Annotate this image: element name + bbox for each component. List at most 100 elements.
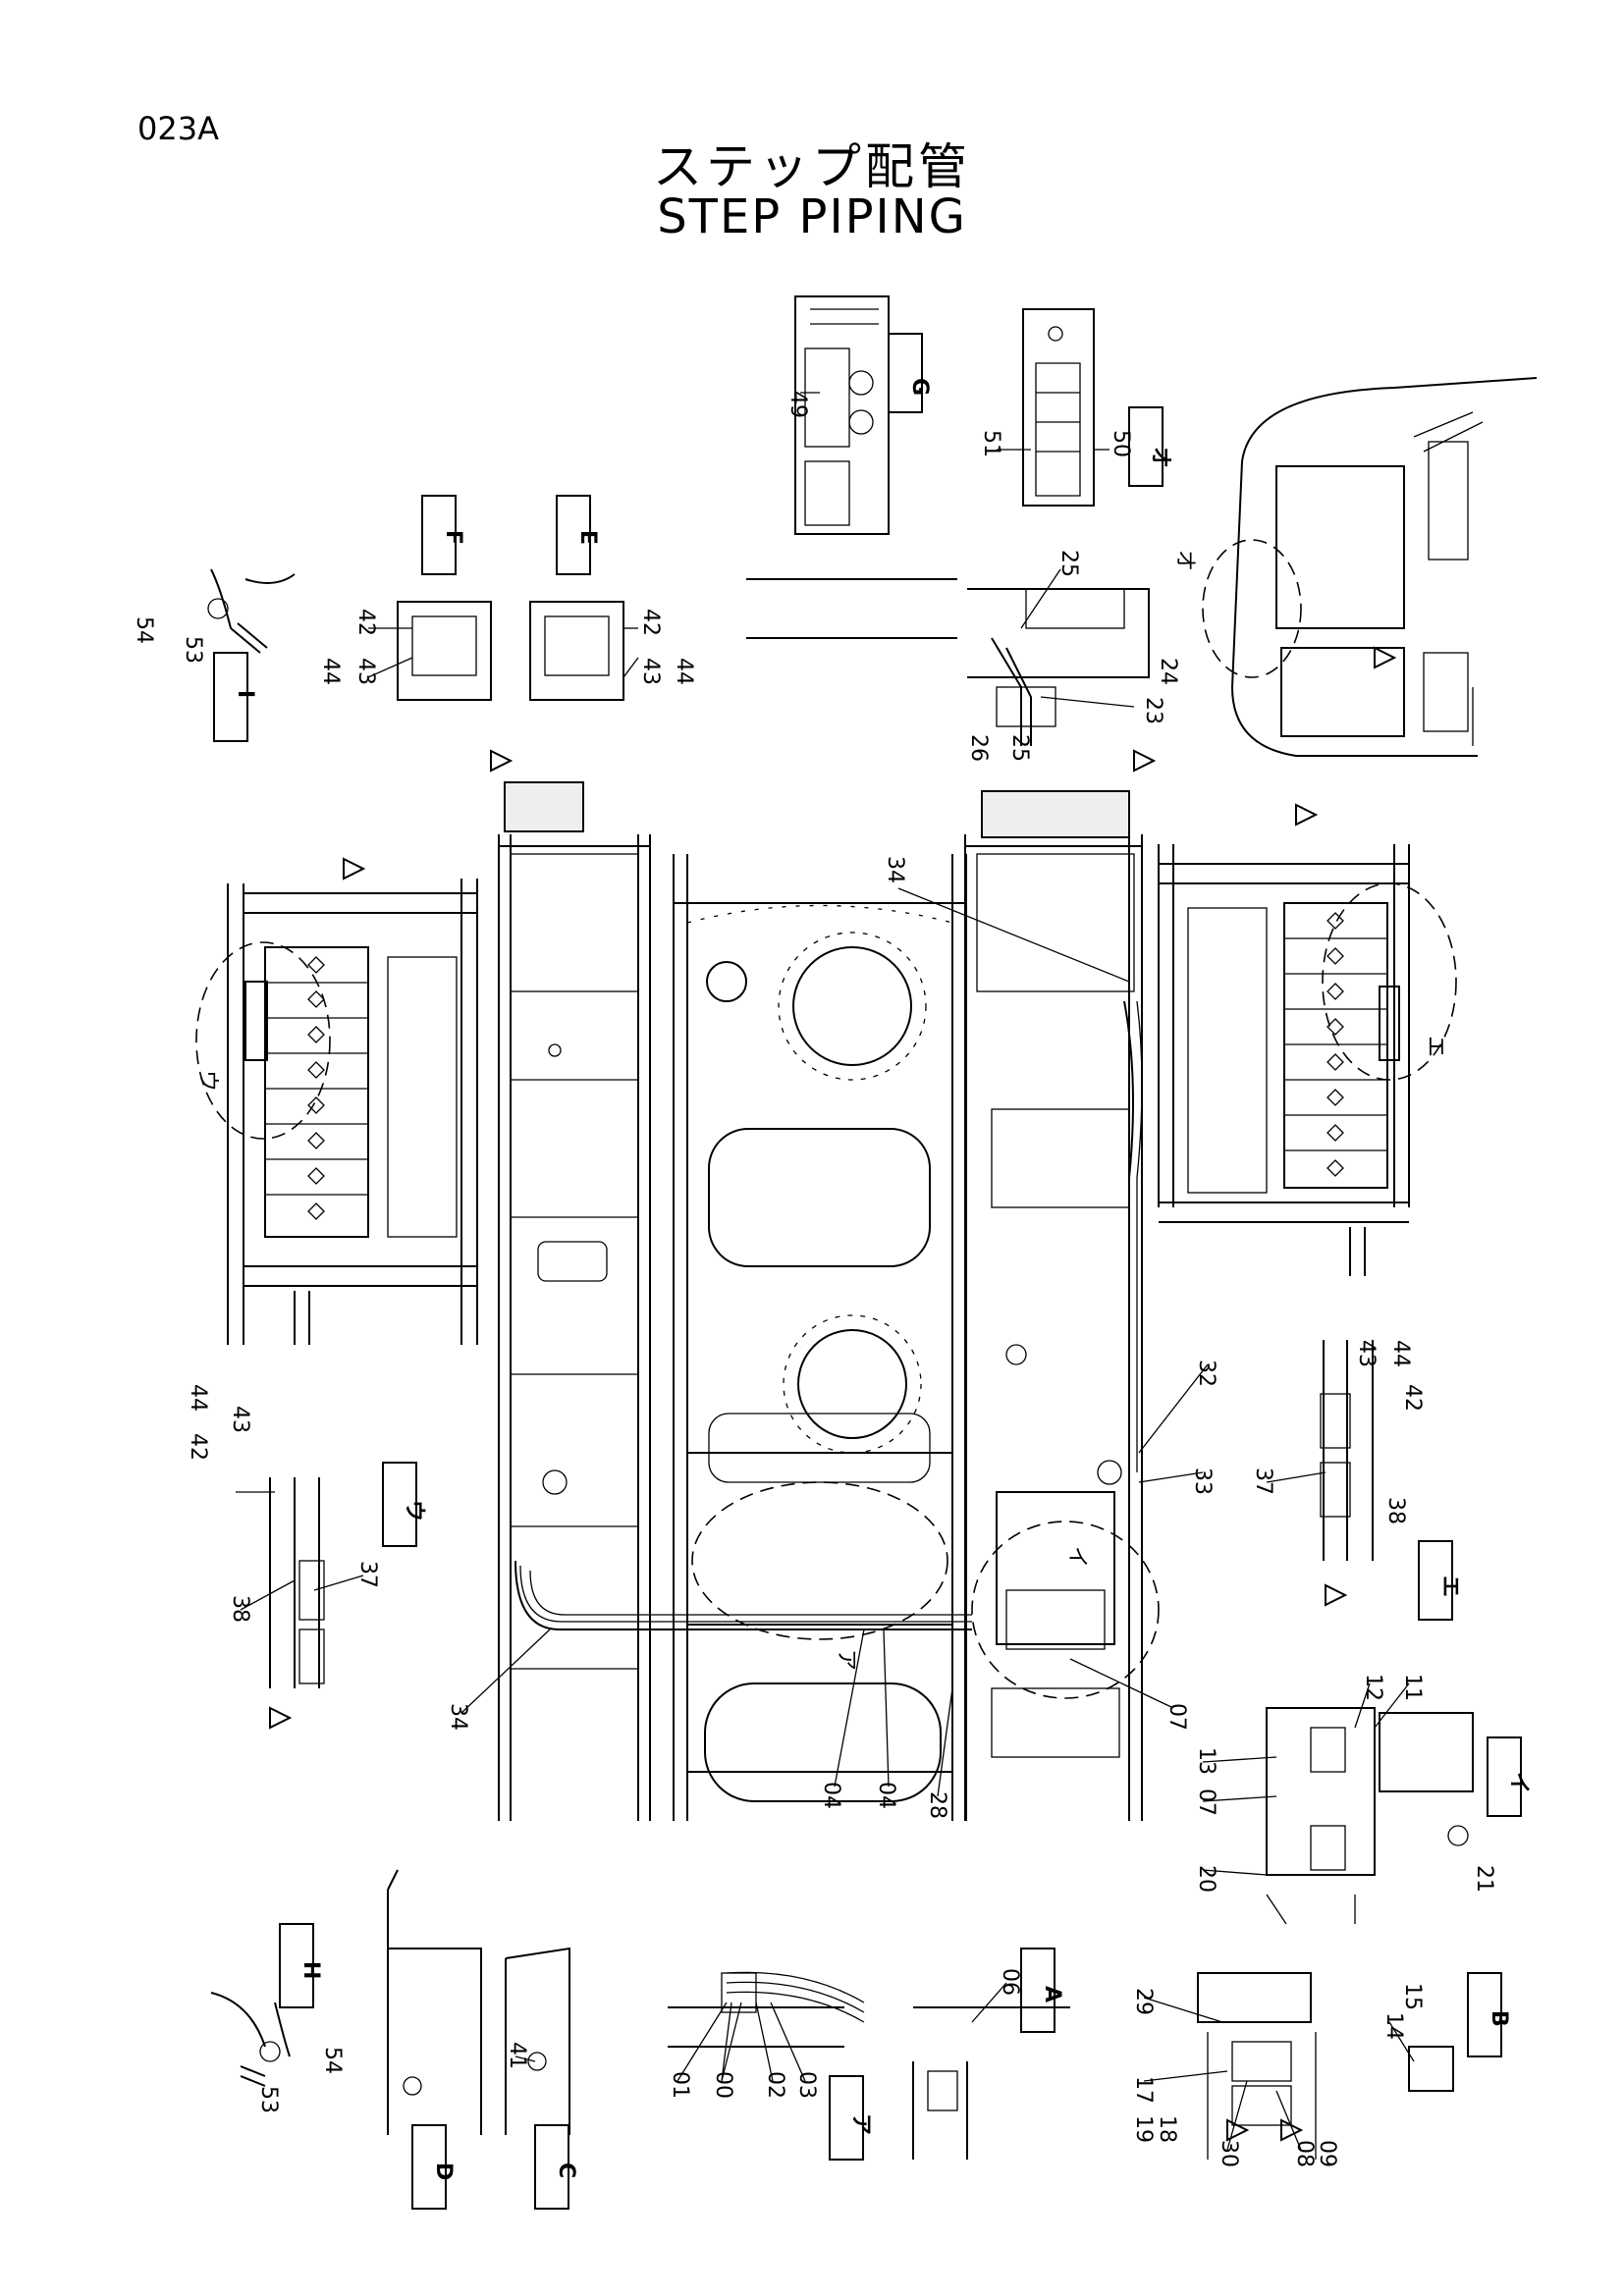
view-tag-i: I bbox=[213, 652, 257, 742]
detail-u-drawing bbox=[269, 1477, 325, 1688]
detail-tag-u: ウ bbox=[382, 1462, 426, 1547]
detail-o-panel bbox=[1022, 308, 1095, 507]
label-20: 20 bbox=[1194, 1865, 1218, 1893]
step-top-assembly bbox=[746, 578, 1150, 746]
label-50: 50 bbox=[1109, 430, 1133, 457]
view-tag-g: G bbox=[888, 333, 932, 413]
svg-text:I: I bbox=[233, 690, 257, 698]
label-49: 49 bbox=[785, 391, 810, 418]
label-06: 06 bbox=[998, 1968, 1022, 1996]
svg-text:ウ: ウ bbox=[195, 1070, 220, 1092]
label-26: 26 bbox=[966, 734, 991, 762]
label-11: 11 bbox=[1400, 1674, 1425, 1701]
view-a-drawing bbox=[912, 2006, 1070, 2160]
label-03: 03 bbox=[794, 2071, 819, 2099]
view-d-drawing bbox=[387, 1869, 482, 2135]
part-number-labels: 49 51 50 54 53 42 44 43 42 43 44 25 24 2… bbox=[132, 391, 1496, 2167]
left-step-assembly bbox=[195, 879, 478, 1345]
detail-tag-e: エ bbox=[1418, 1540, 1462, 1621]
view-b-drawing bbox=[1197, 1972, 1454, 2160]
title-japanese: ステップ配管 bbox=[653, 138, 971, 195]
view-g-panel bbox=[794, 295, 890, 535]
cab-overview bbox=[1202, 377, 1538, 757]
detail-tag-a: ア bbox=[829, 2075, 873, 2161]
label-42-f: 42 bbox=[353, 609, 378, 636]
svg-text:オ: オ bbox=[1148, 447, 1172, 468]
label-43-f: 43 bbox=[353, 658, 378, 685]
label-41: 41 bbox=[505, 2042, 529, 2069]
svg-text:A: A bbox=[1040, 1986, 1064, 2002]
view-i-detail bbox=[207, 568, 296, 654]
label-43-l: 43 bbox=[228, 1406, 252, 1433]
label-44-e: 44 bbox=[672, 658, 696, 685]
label-54: 54 bbox=[132, 616, 156, 644]
label-51: 51 bbox=[979, 430, 1003, 457]
svg-text:B: B bbox=[1487, 2010, 1511, 2027]
view-arrow-symbols bbox=[269, 646, 1397, 2142]
view-f-box bbox=[397, 601, 492, 701]
svg-text:イ: イ bbox=[1064, 1546, 1089, 1568]
label-19: 19 bbox=[1131, 2115, 1156, 2143]
right-step-assembly bbox=[1158, 844, 1457, 1276]
label-04-b: 04 bbox=[874, 1782, 898, 1809]
detail-tag-h: H bbox=[279, 1923, 323, 2008]
svg-text:エ: エ bbox=[1423, 1036, 1447, 1057]
label-02: 02 bbox=[763, 2071, 787, 2099]
view-tag-b: B bbox=[1467, 1972, 1511, 2057]
label-44-f: 44 bbox=[318, 658, 343, 685]
svg-text:G: G bbox=[907, 378, 932, 396]
view-tag-d: D bbox=[411, 2124, 456, 2210]
label-14: 14 bbox=[1381, 2012, 1406, 2040]
svg-text:イ: イ bbox=[1506, 1772, 1531, 1793]
leader-lines bbox=[236, 392, 1415, 2151]
svg-text:ウ: ウ bbox=[402, 1500, 426, 1522]
svg-text:H: H bbox=[298, 1961, 323, 1979]
label-09: 09 bbox=[1315, 2140, 1339, 2167]
label-38-r: 38 bbox=[1383, 1497, 1408, 1524]
label-54-h: 54 bbox=[320, 2047, 345, 2074]
label-30: 29 bbox=[1131, 1988, 1156, 2015]
detail-a-drawing bbox=[668, 1971, 865, 2048]
view-tag-a: A bbox=[1020, 1948, 1064, 2033]
label-33: 33 bbox=[1190, 1468, 1215, 1495]
label-25-b: 25 bbox=[1007, 734, 1032, 762]
label-25-a: 25 bbox=[1056, 550, 1081, 577]
label-15: 15 bbox=[1400, 1983, 1425, 2010]
label-08: 08 bbox=[1292, 2140, 1317, 2167]
label-35: 34 bbox=[883, 856, 907, 883]
svg-text:D: D bbox=[431, 2163, 456, 2180]
label-07-b: 07 bbox=[1194, 1789, 1218, 1816]
label-53: 53 bbox=[181, 636, 205, 664]
detail-i-drawing bbox=[1266, 1707, 1474, 1925]
detail-tag-o: オ bbox=[1128, 406, 1172, 487]
label-32: 32 bbox=[1194, 1360, 1218, 1387]
label-24: 24 bbox=[1156, 658, 1180, 685]
svg-text:E: E bbox=[575, 530, 600, 545]
callout-letters: ア イ ウ エ オ bbox=[195, 550, 1447, 1671]
detail-tag-i: イ bbox=[1487, 1736, 1531, 1817]
label-43-e: 43 bbox=[638, 658, 663, 685]
label-18: 18 bbox=[1155, 2115, 1179, 2143]
label-23: 23 bbox=[1141, 697, 1165, 724]
view-tag-c: C bbox=[534, 2124, 578, 2210]
svg-text:ア: ア bbox=[848, 2113, 873, 2135]
view-tag-f: F bbox=[421, 495, 465, 575]
title-english: STEP PIPING bbox=[657, 189, 967, 244]
label-38-l: 38 bbox=[228, 1595, 252, 1623]
view-e-box bbox=[529, 601, 624, 701]
svg-text:F: F bbox=[441, 530, 465, 545]
svg-text:C: C bbox=[554, 2163, 578, 2178]
main-frame-assembly bbox=[498, 781, 1160, 1821]
view-c-drawing bbox=[505, 1947, 570, 2135]
label-37-l: 37 bbox=[355, 1561, 380, 1588]
label-01: 01 bbox=[668, 2071, 692, 2099]
label-07-a: 07 bbox=[1164, 1703, 1189, 1731]
svg-text:ア: ア bbox=[834, 1649, 858, 1671]
label-42-e: 42 bbox=[638, 609, 663, 636]
label-44-r: 44 bbox=[1388, 1340, 1413, 1367]
view-tag-e: E bbox=[556, 495, 600, 575]
svg-text:オ: オ bbox=[1172, 550, 1197, 571]
label-21: 21 bbox=[1472, 1865, 1496, 1893]
label-42-r: 42 bbox=[1400, 1384, 1425, 1412]
detail-h-drawing bbox=[210, 1992, 291, 2087]
